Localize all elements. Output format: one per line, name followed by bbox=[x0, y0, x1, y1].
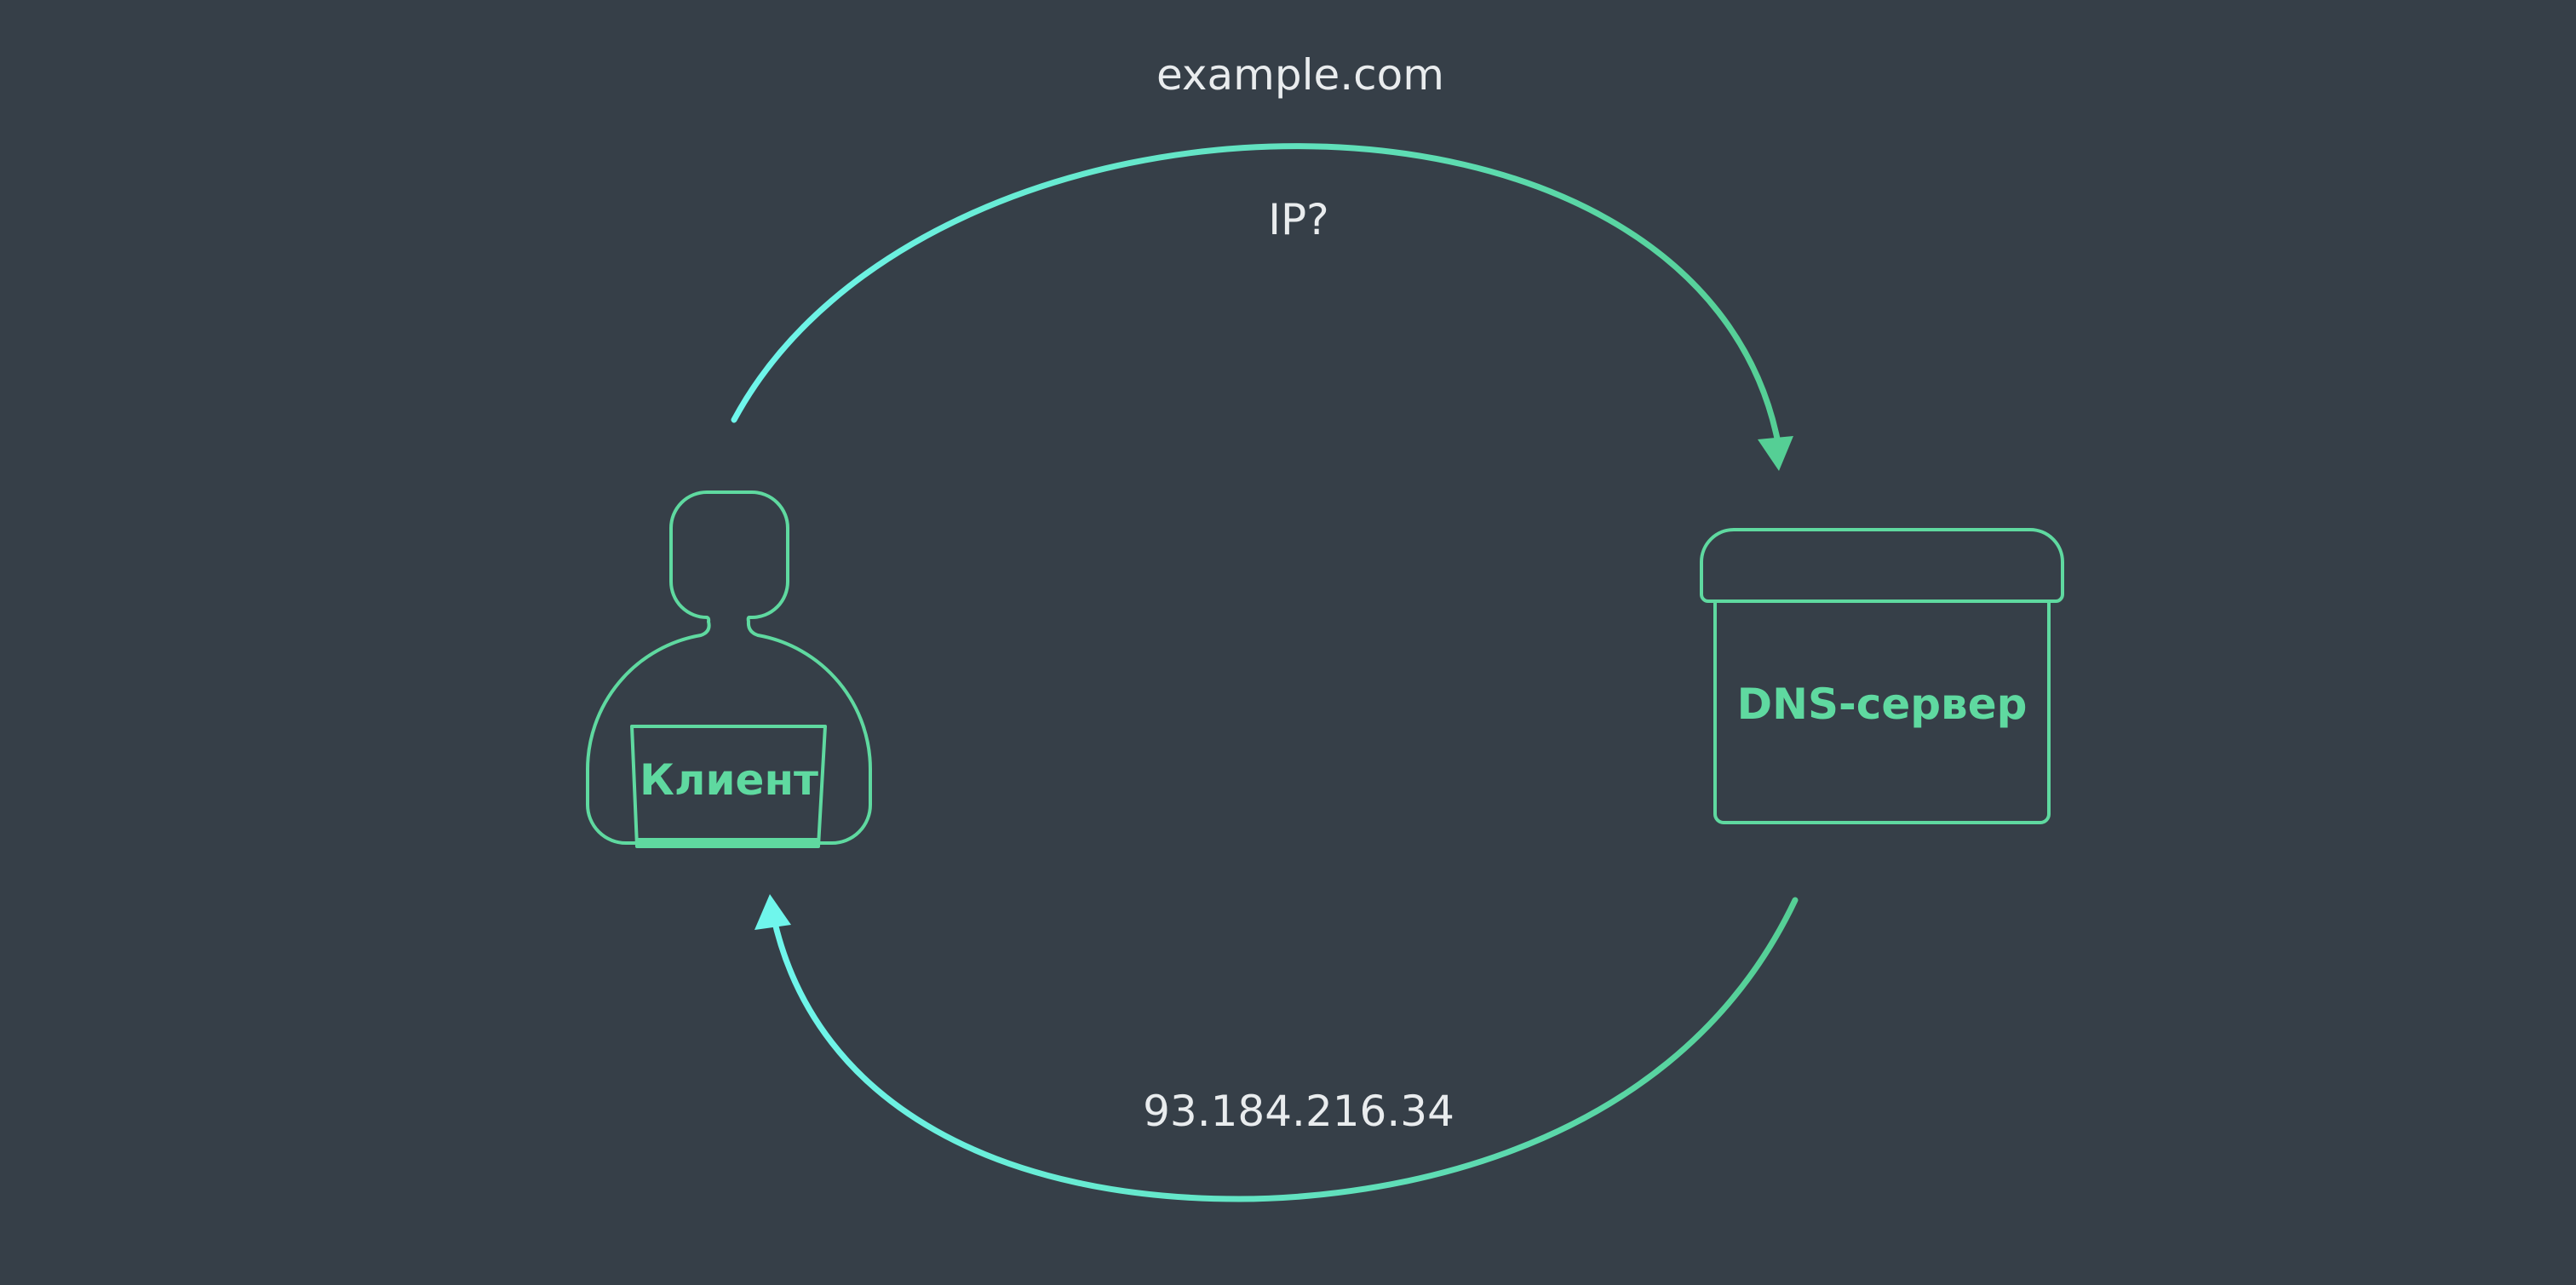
request-arrowhead bbox=[1758, 436, 1793, 471]
response-ip-label: 93.184.216.34 bbox=[1143, 1087, 1454, 1136]
dns-server-label: DNS-сервер bbox=[1737, 680, 2028, 729]
client-label: Клиент bbox=[640, 755, 818, 805]
request-domain-label: example.com bbox=[1156, 50, 1444, 100]
request-question-label: IP? bbox=[1268, 195, 1328, 244]
response-arrowhead bbox=[754, 894, 791, 930]
client-person-icon bbox=[585, 490, 873, 848]
dns-server-box-icon bbox=[1700, 528, 2064, 824]
response-arrow-arc bbox=[770, 897, 1799, 1202]
request-arrow-arc bbox=[731, 143, 1781, 446]
